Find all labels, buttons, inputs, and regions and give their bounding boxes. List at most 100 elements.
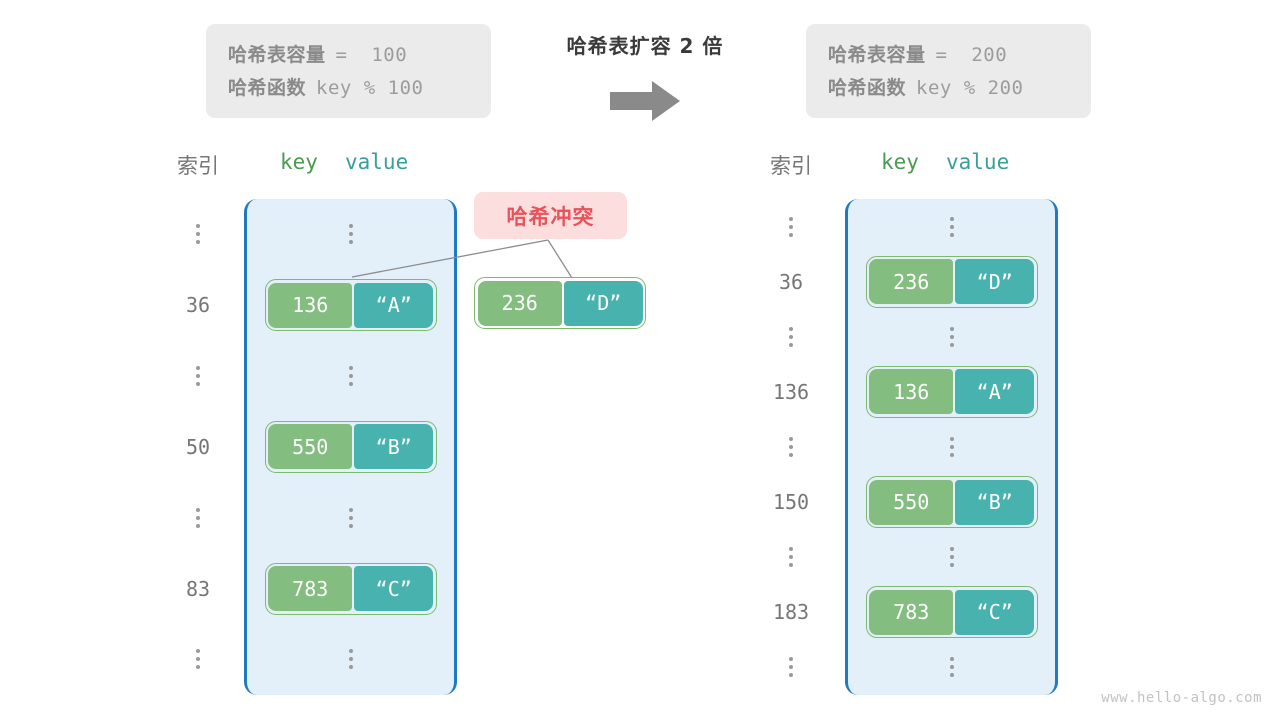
index-ellipsis xyxy=(196,348,200,404)
right-index-header: 索引 xyxy=(770,154,812,178)
entry-key: 783 xyxy=(869,589,954,635)
bucket-entry: 783“C” xyxy=(865,585,1038,640)
vertical-ellipsis-icon xyxy=(789,657,793,678)
entry-value: “A” xyxy=(354,282,433,328)
before-capacity-value: = 100 xyxy=(335,44,408,66)
entry-pair: 550“B” xyxy=(264,420,437,473)
entry-pair: 136“A” xyxy=(264,279,437,332)
vertical-ellipsis-icon xyxy=(196,507,200,528)
before-info-box: 哈希表容量 = 100 哈希函数 key % 100 xyxy=(206,24,491,118)
vertical-ellipsis-icon xyxy=(789,547,793,568)
index-ellipsis xyxy=(196,490,200,546)
index-label: 83 xyxy=(185,576,211,601)
entry-value: “C” xyxy=(955,589,1034,635)
connector-to-entry-d xyxy=(547,239,573,279)
vertical-ellipsis-icon xyxy=(949,216,954,237)
entry-key: 136 xyxy=(268,282,353,328)
entry-value: “D” xyxy=(955,259,1034,305)
before-function-label: 哈希函数 xyxy=(228,77,307,99)
colliding-entry-key: 236 xyxy=(477,280,562,326)
index-label: 136 xyxy=(772,379,810,404)
before-function-value: key % 100 xyxy=(316,77,424,99)
bucket-entry: 236“D” xyxy=(865,254,1038,309)
right-index-column: 36 136 150 183 xyxy=(756,199,826,695)
after-function-value: key % 200 xyxy=(916,77,1024,99)
bucket-ellipsis xyxy=(949,199,954,254)
entry-key: 236 xyxy=(869,259,954,305)
diagram-title: 哈希表扩容 2 倍 xyxy=(566,34,724,58)
after-capacity-value: = 200 xyxy=(935,44,1008,66)
before-function-line: 哈希函数 key % 100 xyxy=(228,73,469,100)
vertical-ellipsis-icon xyxy=(196,366,200,387)
bucket-entry: 136“A” xyxy=(264,277,437,333)
left-index-column: 36 50 83 xyxy=(163,199,233,695)
after-capacity-label: 哈希表容量 xyxy=(828,44,926,66)
after-function-label: 哈希函数 xyxy=(828,77,907,99)
vertical-ellipsis-icon xyxy=(348,366,353,387)
entry-pair: 783“C” xyxy=(264,562,437,615)
index-ellipsis xyxy=(789,530,793,585)
index-ellipsis xyxy=(789,199,793,254)
entry-key: 136 xyxy=(869,369,954,415)
entry-key: 550 xyxy=(268,424,353,470)
bucket-ellipsis xyxy=(949,530,954,585)
entry-key: 550 xyxy=(869,479,954,525)
entry-value: “C” xyxy=(354,566,433,612)
entry-value: “B” xyxy=(354,424,433,470)
vertical-ellipsis-icon xyxy=(348,507,353,528)
index-ellipsis xyxy=(196,206,200,262)
vertical-ellipsis-icon xyxy=(196,649,200,670)
index-ellipsis xyxy=(789,640,793,695)
after-hash-table: 236“D” 136“A” 550“B” 783“C” xyxy=(845,199,1058,695)
vertical-ellipsis-icon xyxy=(196,224,200,245)
after-function-line: 哈希函数 key % 200 xyxy=(828,73,1069,100)
bucket-ellipsis xyxy=(348,206,353,262)
index-label: 36 xyxy=(185,293,211,318)
index-label: 183 xyxy=(772,600,810,625)
bucket-entry: 783“C” xyxy=(264,561,437,617)
index-ellipsis xyxy=(789,309,793,364)
right-key-header: key xyxy=(881,150,919,174)
entry-key: 783 xyxy=(268,566,353,612)
vertical-ellipsis-icon xyxy=(789,216,793,237)
bucket-ellipsis xyxy=(949,640,954,695)
collision-badge: 哈希冲突 xyxy=(474,192,627,239)
entry-pair: 550“B” xyxy=(865,476,1038,529)
entry-value: “B” xyxy=(955,479,1034,525)
bucket-entry: 550“B” xyxy=(865,475,1038,530)
index-label: 36 xyxy=(778,269,804,294)
bucket-ellipsis xyxy=(949,419,954,474)
left-value-header: value xyxy=(345,150,409,174)
vertical-ellipsis-icon xyxy=(348,224,353,245)
vertical-ellipsis-icon xyxy=(789,326,793,347)
index-label: 150 xyxy=(772,490,810,515)
vertical-ellipsis-icon xyxy=(949,436,954,457)
bucket-entry: 550“B” xyxy=(264,419,437,475)
right-value-header: value xyxy=(946,150,1010,174)
resize-arrow xyxy=(520,76,770,126)
before-capacity-label: 哈希表容量 xyxy=(228,44,326,66)
bucket-ellipsis xyxy=(348,631,353,687)
vertical-ellipsis-icon xyxy=(949,547,954,568)
entry-pair: 236“D” xyxy=(865,255,1038,308)
index-ellipsis xyxy=(196,631,200,687)
left-key-header: key xyxy=(280,150,318,174)
vertical-ellipsis-icon xyxy=(348,649,353,670)
before-hash-table: 136“A” 550“B” 783“C” xyxy=(244,199,457,695)
index-ellipsis xyxy=(789,419,793,474)
entry-value: “A” xyxy=(955,369,1034,415)
before-capacity-line: 哈希表容量 = 100 xyxy=(228,40,469,67)
colliding-entry: 236 “D” xyxy=(474,277,646,329)
watermark: www.hello-algo.com xyxy=(1101,690,1262,706)
bucket-ellipsis xyxy=(949,309,954,364)
bucket-entry: 136“A” xyxy=(865,364,1038,419)
index-label: 50 xyxy=(185,434,211,459)
bucket-ellipsis xyxy=(348,490,353,546)
entry-pair: 783“C” xyxy=(865,586,1038,639)
right-arrow-icon xyxy=(610,81,680,121)
bucket-ellipsis xyxy=(348,348,353,404)
left-index-header: 索引 xyxy=(177,154,219,178)
vertical-ellipsis-icon xyxy=(789,436,793,457)
after-capacity-line: 哈希表容量 = 200 xyxy=(828,40,1069,67)
